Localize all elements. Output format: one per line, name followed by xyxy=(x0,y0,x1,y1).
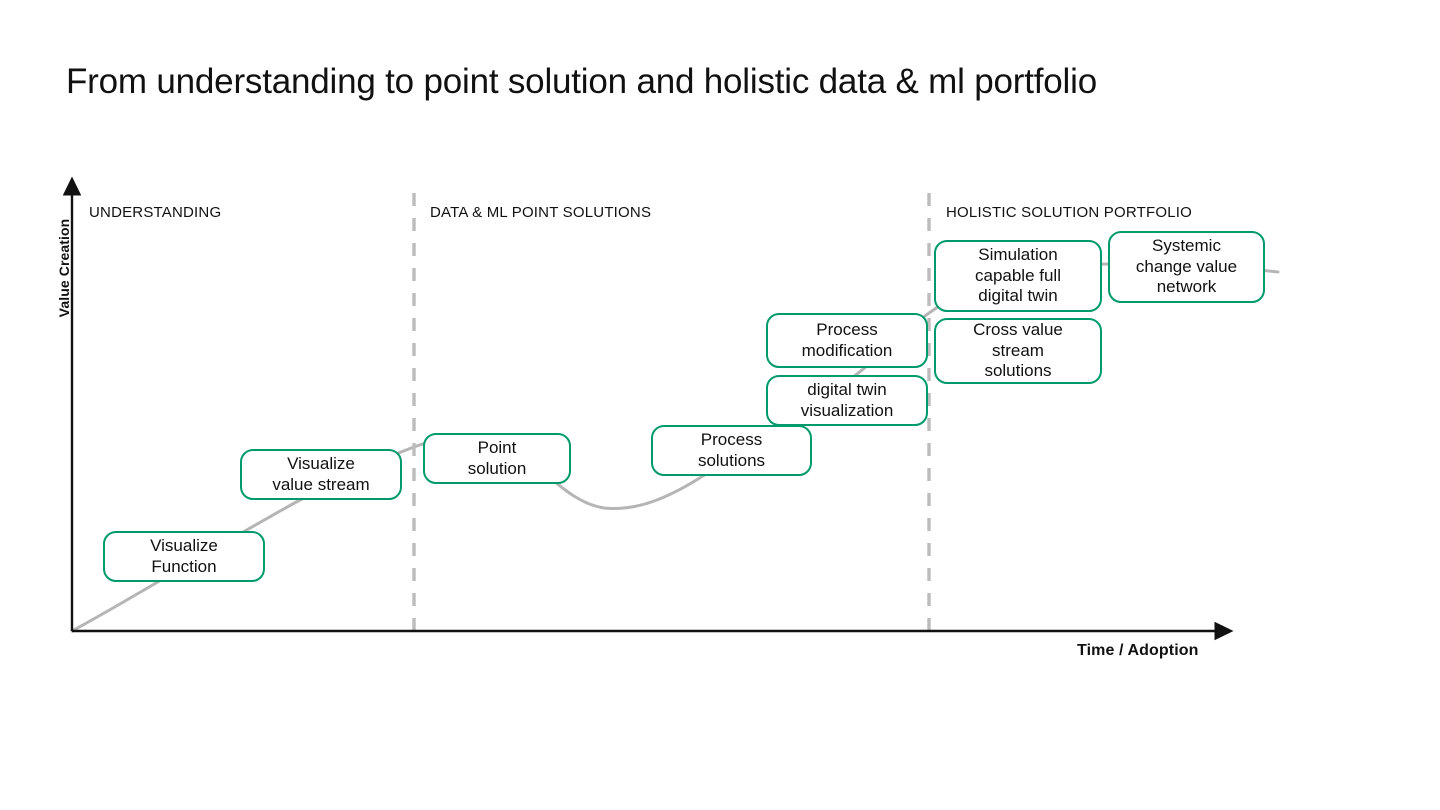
node-systemic-change-value-network[interactable]: Systemic change value network xyxy=(1108,231,1265,303)
phase-header-holistic-solution-portfolio: HOLISTIC SOLUTION PORTFOLIO xyxy=(946,204,1192,221)
node-cross-value-stream-solutions[interactable]: Cross value stream solutions xyxy=(934,318,1102,384)
y-axis-label: Value Creation xyxy=(56,218,72,318)
node-visualize-value-stream[interactable]: Visualize value stream xyxy=(240,449,402,500)
node-process-modification[interactable]: Process modification xyxy=(766,313,928,368)
phase-header-understanding: UNDERSTANDING xyxy=(89,204,222,221)
node-point-solution[interactable]: Point solution xyxy=(423,433,571,484)
phase-header-data-ml-point-solutions: DATA & ML POINT SOLUTIONS xyxy=(430,204,652,221)
x-axis-label: Time / Adoption xyxy=(1077,642,1199,659)
page-title: From understanding to point solution and… xyxy=(66,62,1097,101)
node-visualize-function[interactable]: Visualize Function xyxy=(103,531,265,582)
node-digital-twin-visualization[interactable]: digital twin visualization xyxy=(766,375,928,426)
node-process-solutions[interactable]: Process solutions xyxy=(651,425,812,476)
node-simulation-capable-full-digital-twin[interactable]: Simulation capable full digital twin xyxy=(934,240,1102,312)
